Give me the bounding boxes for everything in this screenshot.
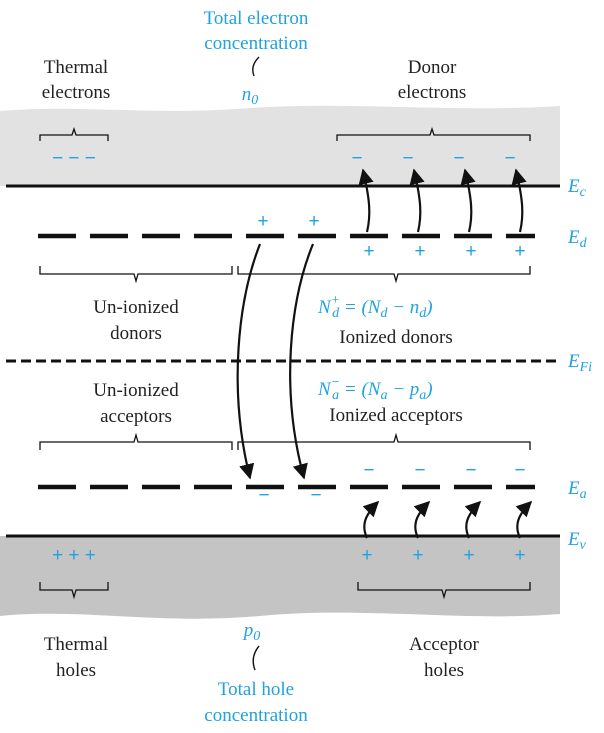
ionized-donors-brace [237,266,531,284]
acceptor-holes-brace [357,582,531,600]
acceptor-holes-label-line2: holes [424,660,464,681]
p0-label: p0 [242,620,261,644]
ionized-donors-label: Ionized donors [339,327,452,348]
acceptor-ionization-arrow-4 [515,500,533,539]
unionized-acceptors-brace [39,432,233,450]
unionized-acceptors-label-line2: acceptors [100,406,172,427]
nd-plus-equation: N+d = (Nd − nd) [317,293,433,321]
unionized-donors-label-line1: Un-ionized [93,297,179,318]
donor-electron-1: − [351,148,362,169]
acceptor-ionization-arrow-1 [362,500,380,539]
total-hole-label-line1: Total hole [218,679,294,700]
ionized-donor-plus-5: + [465,241,476,262]
acceptor-hole-3: + [463,545,474,566]
ionized-acceptors-label: Ionized acceptors [329,405,462,426]
donor-electrons-label-line2: electrons [398,82,467,103]
ionized-donor-plus-1: + [257,211,268,232]
donor-ionization-arrow-3 [460,168,476,233]
na-minus-equation: N−a = (Na − pa) [317,375,433,403]
total-hole-label-line2: concentration [204,705,308,726]
acceptor-hole-2: + [412,545,423,566]
donor-ionization-arrow-1 [358,168,374,233]
thermal-electrons-signs: − − − [52,148,96,169]
ev-label: Ev [567,529,587,553]
ionized-donor-plus-3: + [363,241,374,262]
compensation-arrow-2 [289,243,315,480]
ionized-acceptor-minus-3: − [465,460,476,481]
thermal-electrons-label-line1: Thermal [44,57,108,78]
ionized-donor-plus-6: + [514,241,525,262]
thermal-holes-label-line1: Thermal [44,634,108,655]
acceptor-hole-1: + [361,545,372,566]
unionized-donors-brace [39,266,233,284]
n0-label: n0 [242,84,259,108]
donor-electrons-brace [336,126,531,141]
valence-band [0,536,560,619]
captured-electron-minus-2: − [310,485,321,506]
efi-label: EFi [567,351,592,375]
thermal-electrons-label-line2: electrons [42,82,111,103]
acceptor-hole-4: + [514,545,525,566]
donor-ionization-arrow-4 [511,168,527,233]
total-electron-label-line2: concentration [204,33,308,54]
ionized-acceptors-brace [237,432,531,450]
unionized-donors-label-line2: donors [110,323,162,344]
hole-bracket-icon [252,645,260,671]
donor-electrons-label-line1: Donor [408,57,457,78]
conduction-band [0,105,560,186]
ionized-acceptor-minus-2: − [414,460,425,481]
compensation-arrow-1 [236,243,262,480]
ec-label: Ec [567,176,587,200]
ed-label: Ed [567,227,588,251]
ionized-acceptor-minus-1: − [363,460,374,481]
ionized-donor-plus-4: + [414,241,425,262]
captured-electron-minus-1: − [258,485,269,506]
total-electron-label-line1: Total electron [204,8,309,29]
ionized-acceptor-minus-4: − [514,460,525,481]
unionized-acceptors-label-line1: Un-ionized [93,380,179,401]
donor-electron-2: − [402,148,413,169]
thermal-holes-label-line2: holes [56,660,96,681]
acceptor-holes-label-line1: Acceptor [409,634,479,655]
acceptor-ionization-arrow-2 [413,500,431,539]
thermal-electrons-brace [39,126,109,141]
ea-label: Ea [567,478,587,502]
acceptor-ionization-arrow-3 [464,500,482,539]
electron-bracket-icon [252,56,260,77]
thermal-holes-signs: + + + [52,545,96,566]
donor-electron-4: − [504,148,515,169]
ionized-donor-plus-2: + [308,211,319,232]
donor-electron-3: − [453,148,464,169]
donor-ionization-arrow-2 [409,168,425,233]
thermal-holes-brace [39,582,109,600]
